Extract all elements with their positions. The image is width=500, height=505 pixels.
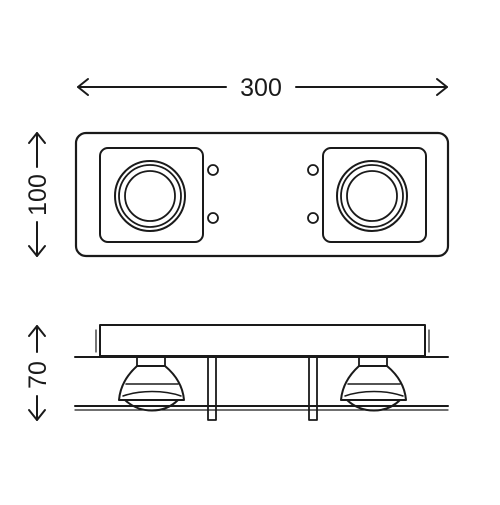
screw-hole-bottom-right <box>307 212 319 224</box>
left-lens-inner <box>124 170 176 222</box>
left-lens-outer <box>114 160 186 232</box>
right-spot-lamp-side <box>340 356 407 412</box>
left-lamp-face <box>124 399 179 412</box>
width-arrowhead-left <box>77 78 89 96</box>
right-lamp-face <box>346 399 401 412</box>
depth-label: 70 <box>24 361 52 389</box>
left-lens-ring <box>118 164 182 228</box>
left-spot-lamp-side <box>118 356 185 412</box>
width-label: 300 <box>240 74 282 102</box>
screw-hole-top-right <box>307 164 319 176</box>
mounting-post-right <box>308 356 318 421</box>
right-lens-ring <box>340 164 404 228</box>
left-spot-head-top <box>99 147 204 243</box>
depth-arrowhead-top <box>28 325 46 337</box>
top-view-base-plate <box>74 131 450 258</box>
right-lens-outer <box>336 160 408 232</box>
right-lamp-neck <box>358 356 388 367</box>
screw-hole-top-left <box>207 164 219 176</box>
right-lamp-reflector <box>340 365 407 401</box>
width-arrowhead-right <box>436 78 448 96</box>
right-spot-head-top <box>322 147 427 243</box>
right-lamp-rim-curve <box>344 390 404 397</box>
width-dimension: 300 <box>77 74 448 102</box>
side-view-ceiling-plate <box>99 324 426 357</box>
left-spot-housing <box>99 147 204 243</box>
depth-dimension: 70 <box>24 325 52 421</box>
screw-hole-bottom-left <box>207 212 219 224</box>
left-lamp-reflector <box>118 365 185 401</box>
height-label: 100 <box>24 174 52 216</box>
right-spot-housing <box>322 147 427 243</box>
left-lamp-rim-curve <box>122 390 182 397</box>
left-lamp-neck <box>136 356 166 367</box>
mounting-post-left <box>207 356 217 421</box>
depth-arrowhead-bottom <box>28 409 46 421</box>
right-lens-inner <box>346 170 398 222</box>
top-view <box>74 131 450 258</box>
height-arrowhead-bottom <box>28 245 46 257</box>
height-arrowhead-top <box>28 132 46 144</box>
side-view <box>74 324 449 421</box>
height-dimension: 100 <box>24 132 52 257</box>
